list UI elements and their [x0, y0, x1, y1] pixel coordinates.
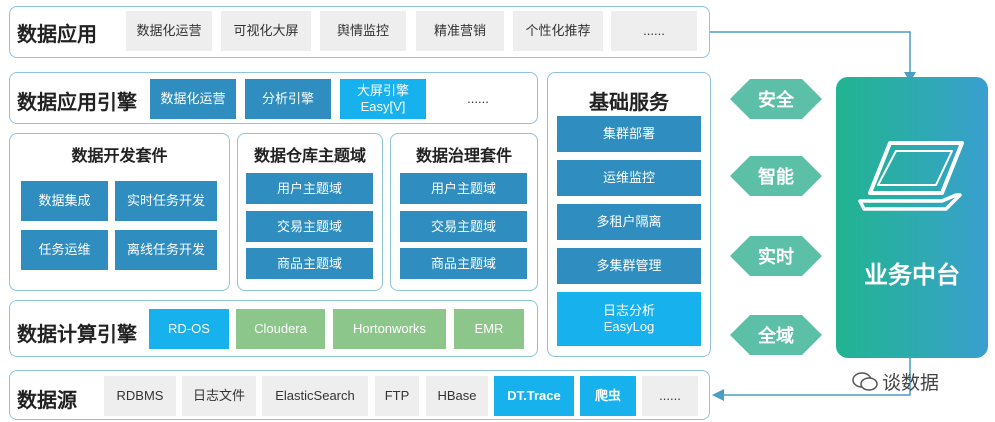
data-source-item[interactable]: RDBMS: [104, 376, 176, 416]
top-connector-arrow: [710, 31, 916, 82]
compute-item[interactable]: Hortonworks: [333, 309, 446, 349]
data-app-item[interactable]: 舆情监控: [320, 11, 406, 51]
basic-service-item[interactable]: 运维监控: [557, 160, 701, 196]
data-app-title: 数据应用: [17, 24, 97, 46]
data-source-title: 数据源: [17, 390, 77, 412]
data-app-item[interactable]: 数据化运营: [126, 11, 212, 51]
dev-suite-item[interactable]: 数据集成: [21, 181, 108, 221]
watermark-text: 谈数据: [882, 373, 940, 394]
dev-suite-item[interactable]: 离线任务开发: [115, 230, 217, 270]
dev-suite-title: 数据开发套件: [71, 148, 168, 165]
governance-item[interactable]: 用户主题域: [400, 173, 527, 204]
governance-title: 数据治理套件: [415, 148, 512, 165]
basic-service-item[interactable]: 多租户隔离: [557, 204, 701, 240]
global-arrow: 全域: [730, 315, 822, 355]
app-engine-item[interactable]: 大屏引擎 Easy[V]: [340, 79, 426, 119]
app-engine-item[interactable]: 分析引擎: [245, 79, 331, 119]
laptop-icon: [858, 141, 964, 211]
warehouse-item[interactable]: 交易主题域: [246, 211, 373, 242]
compute-title: 数据计算引擎: [17, 324, 137, 346]
warehouse-item[interactable]: 用户主题域: [246, 173, 373, 204]
intelligence-arrow: 智能: [730, 156, 822, 196]
data-source-item[interactable]: ElasticSearch: [262, 376, 368, 416]
security-arrow-label: 安全: [758, 90, 794, 110]
dev-suite-item[interactable]: 实时任务开发: [115, 181, 217, 221]
global-arrow-label: 全域: [758, 326, 794, 346]
data-app-item[interactable]: 精准营销: [416, 11, 504, 51]
data-source-item[interactable]: 爬虫: [580, 376, 636, 416]
data-app-item[interactable]: ......: [611, 11, 697, 51]
data-source-item[interactable]: ......: [642, 376, 698, 416]
watermark: 谈数据: [852, 368, 939, 395]
realtime-arrow: 实时: [730, 236, 822, 276]
warehouse-item[interactable]: 商品主题域: [246, 248, 373, 279]
wechat-icon: [852, 372, 878, 391]
bottom-connector-arrow: [712, 357, 911, 401]
app-engine-title: 数据应用引擎: [17, 92, 137, 114]
data-source-item[interactable]: 日志文件: [182, 376, 256, 416]
data-source-item[interactable]: FTP: [375, 376, 419, 416]
data-app-item[interactable]: 个性化推荐: [513, 11, 603, 51]
compute-item[interactable]: Cloudera: [236, 309, 325, 349]
app-engine-item[interactable]: 数据化运营: [150, 79, 236, 119]
intelligence-arrow-label: 智能: [758, 167, 794, 187]
compute-item[interactable]: EMR: [454, 309, 524, 349]
dev-suite-item[interactable]: 任务运维: [21, 230, 108, 270]
data-source-item[interactable]: HBase: [426, 376, 488, 416]
basic-service-item[interactable]: 集群部署: [557, 116, 701, 152]
basic-service-item[interactable]: 日志分析 EasyLog: [557, 292, 701, 346]
warehouse-title: 数据仓库主题域: [253, 148, 366, 165]
data-app-item[interactable]: 可视化大屏: [221, 11, 311, 51]
business-middle-platform[interactable]: 业务中台: [836, 77, 988, 358]
compute-item[interactable]: RD-OS: [149, 309, 229, 349]
security-arrow: 安全: [730, 79, 822, 119]
data-source-item[interactable]: DT.Trace: [494, 376, 574, 416]
app-engine-item[interactable]: ......: [467, 91, 489, 107]
basic-service-item[interactable]: 多集群管理: [557, 248, 701, 284]
governance-item[interactable]: 商品主题域: [400, 248, 527, 279]
basic-service-title: 基础服务: [589, 92, 669, 114]
business-platform-title: 业务中台: [864, 262, 960, 289]
governance-item[interactable]: 交易主题域: [400, 211, 527, 242]
realtime-arrow-label: 实时: [758, 247, 794, 267]
